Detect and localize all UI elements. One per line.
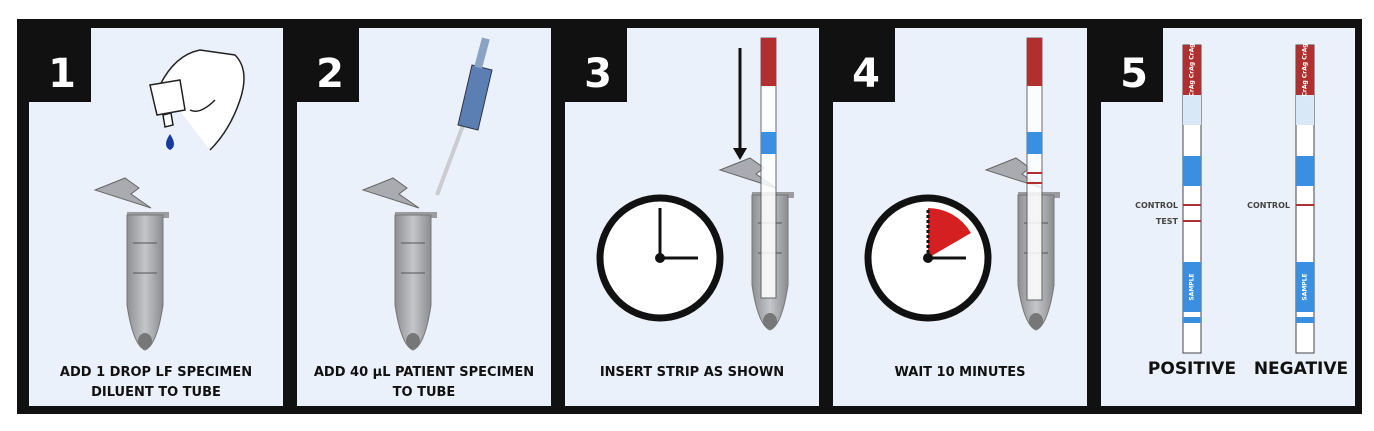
step-4-panel: 4 WAIT 10 MINUTES <box>833 28 1087 406</box>
positive-label: POSITIVE <box>1148 359 1236 379</box>
control-line-label: CONTROL <box>1247 201 1290 210</box>
drop-icon <box>166 134 174 150</box>
step-label-line2: TO TUBE <box>393 385 456 400</box>
negative-strip <box>1295 44 1315 354</box>
test-strip <box>1026 37 1043 301</box>
step-label-line1: WAIT 10 MINUTES <box>895 365 1026 380</box>
step-label-line1: INSERT STRIP AS SHOWN <box>600 365 784 380</box>
hand-dropper-icon <box>149 49 245 151</box>
strip-sample-text: SAMPLE <box>1302 273 1309 300</box>
negative-label: NEGATIVE <box>1254 359 1348 379</box>
step-number-box <box>29 28 91 102</box>
strip-sample-text: SAMPLE <box>1189 273 1196 300</box>
strip-brand-text: CrAg CrAg CrAg <box>1189 43 1196 96</box>
control-line-label: CONTROL <box>1135 201 1178 210</box>
step-number: 1 <box>48 51 76 97</box>
step-5-panel: 5 CrAg CrAg CrAg SAMPLE CONTROL TEST POS… <box>1101 28 1355 406</box>
step-label-line2: DILUENT TO TUBE <box>91 385 221 400</box>
positive-strip <box>1182 44 1202 354</box>
test-line-label: TEST <box>1156 217 1179 226</box>
step-number: 5 <box>1120 51 1148 97</box>
timer-icon <box>864 194 992 322</box>
pipette-icon <box>435 37 493 196</box>
test-strip <box>760 37 777 299</box>
step-label-line1: ADD 40 µL PATIENT SPECIMEN <box>314 365 534 380</box>
step-label-line1: ADD 1 DROP LF SPECIMEN <box>60 365 252 380</box>
step-number: 2 <box>316 51 344 97</box>
step-2-panel: 2 ADD 40 µL PATIENT SPECIMEN TO TUBE <box>297 28 551 406</box>
step-number: 3 <box>584 51 612 97</box>
down-arrow-icon <box>733 48 747 160</box>
clock-icon <box>596 194 724 322</box>
step-3-panel: 3 INSERT STRIP AS SHOWN <box>565 28 819 406</box>
step-number: 4 <box>852 51 880 97</box>
strip-brand-text: CrAg CrAg CrAg <box>1302 43 1309 96</box>
step-1-panel: 1 ADD 1 DROP LF SPECIMEN DILUENT TO TUBE <box>29 28 283 406</box>
